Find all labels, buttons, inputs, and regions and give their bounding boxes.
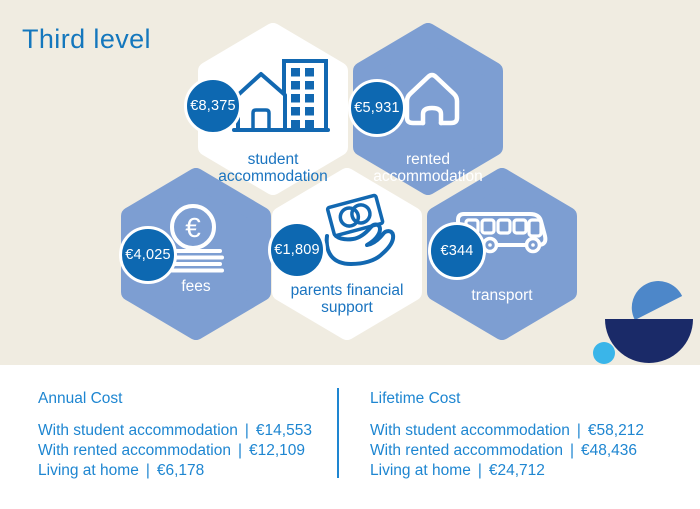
price-badge: €5,931	[348, 79, 406, 137]
lifetime-cost-column: Lifetime Cost With student accommodation…	[370, 390, 644, 481]
cost-value: €58,212	[587, 422, 644, 439]
page-title: Third level	[22, 24, 151, 54]
lifetime-cost-heading: Lifetime Cost	[370, 390, 461, 407]
price-badge: €344	[428, 222, 486, 280]
cost-label: Living at home	[370, 462, 471, 479]
hexagon-label: student accommodation	[218, 151, 328, 185]
cost-value: €14,553	[255, 422, 312, 439]
separator: |	[244, 422, 249, 439]
cost-value: €48,436	[581, 442, 638, 459]
separator: |	[145, 462, 150, 479]
hexagon-parents-financial-support: €1,809 parents financial support	[268, 168, 422, 340]
hexagon-transport: €344 transport	[427, 168, 577, 340]
cost-label: With student accommodation	[370, 422, 570, 439]
price-amount: €8,375	[190, 98, 236, 114]
price-amount: €344	[440, 243, 474, 259]
cost-value: €24,712	[488, 462, 545, 479]
annual-cost-column: Annual Cost With student accommodation|€…	[38, 390, 312, 481]
annual-cost-heading: Annual Cost	[38, 390, 123, 407]
buildings-icon	[198, 23, 348, 195]
cost-row: Living at home | €6,178	[38, 461, 312, 481]
cost-label: With rented accommodation	[370, 442, 563, 459]
euro-glyph: €	[185, 212, 201, 243]
cost-label: With student accommodation	[38, 422, 238, 439]
price-badge: €1,809	[268, 221, 326, 279]
hand-money-icon	[272, 168, 422, 340]
cost-summary-panel: Annual Cost With student accommodation|€…	[0, 365, 700, 509]
cost-value: €12,109	[249, 442, 306, 459]
bus-icon	[427, 168, 577, 340]
hexagon-label: rented accommodation	[373, 151, 483, 185]
separator: |	[237, 442, 243, 459]
cost-row: With rented accommodation | €12,109	[38, 441, 312, 461]
euro-coin-stack-icon: €	[121, 168, 271, 340]
house-icon	[353, 23, 503, 195]
price-badge: €8,375	[184, 77, 242, 135]
column-divider	[337, 388, 339, 478]
hexagon-student-accommodation: €8,375 student accommodation	[184, 23, 348, 195]
cost-row: With student accommodation | €58,212	[370, 421, 644, 441]
cost-label: Living at home	[38, 462, 139, 479]
separator: |	[576, 422, 581, 439]
hexagon-label: fees	[181, 278, 211, 295]
price-badge: €4,025	[119, 226, 177, 284]
price-amount: €5,931	[354, 100, 400, 116]
price-amount: €4,025	[125, 247, 171, 263]
price-amount: €1,809	[274, 242, 320, 258]
cost-value: €6,178	[156, 462, 205, 479]
decor-circle-cyan-icon	[593, 342, 615, 364]
cost-row: Living at home | €24,712	[370, 461, 644, 481]
cost-row: With student accommodation | €14,553	[38, 421, 312, 441]
hexagon-label: parents financial support	[290, 282, 404, 316]
hexagon-rented-accommodation: €5,931 rented accommodation	[348, 23, 503, 195]
hexagon-fees: € €4,025 fees	[119, 168, 271, 340]
separator: |	[477, 462, 482, 479]
hexagon-label: transport	[471, 287, 533, 304]
separator: |	[569, 442, 575, 459]
cost-row: With rented accommodation | €48,436	[370, 441, 644, 461]
cost-label: With rented accommodation	[38, 442, 231, 459]
